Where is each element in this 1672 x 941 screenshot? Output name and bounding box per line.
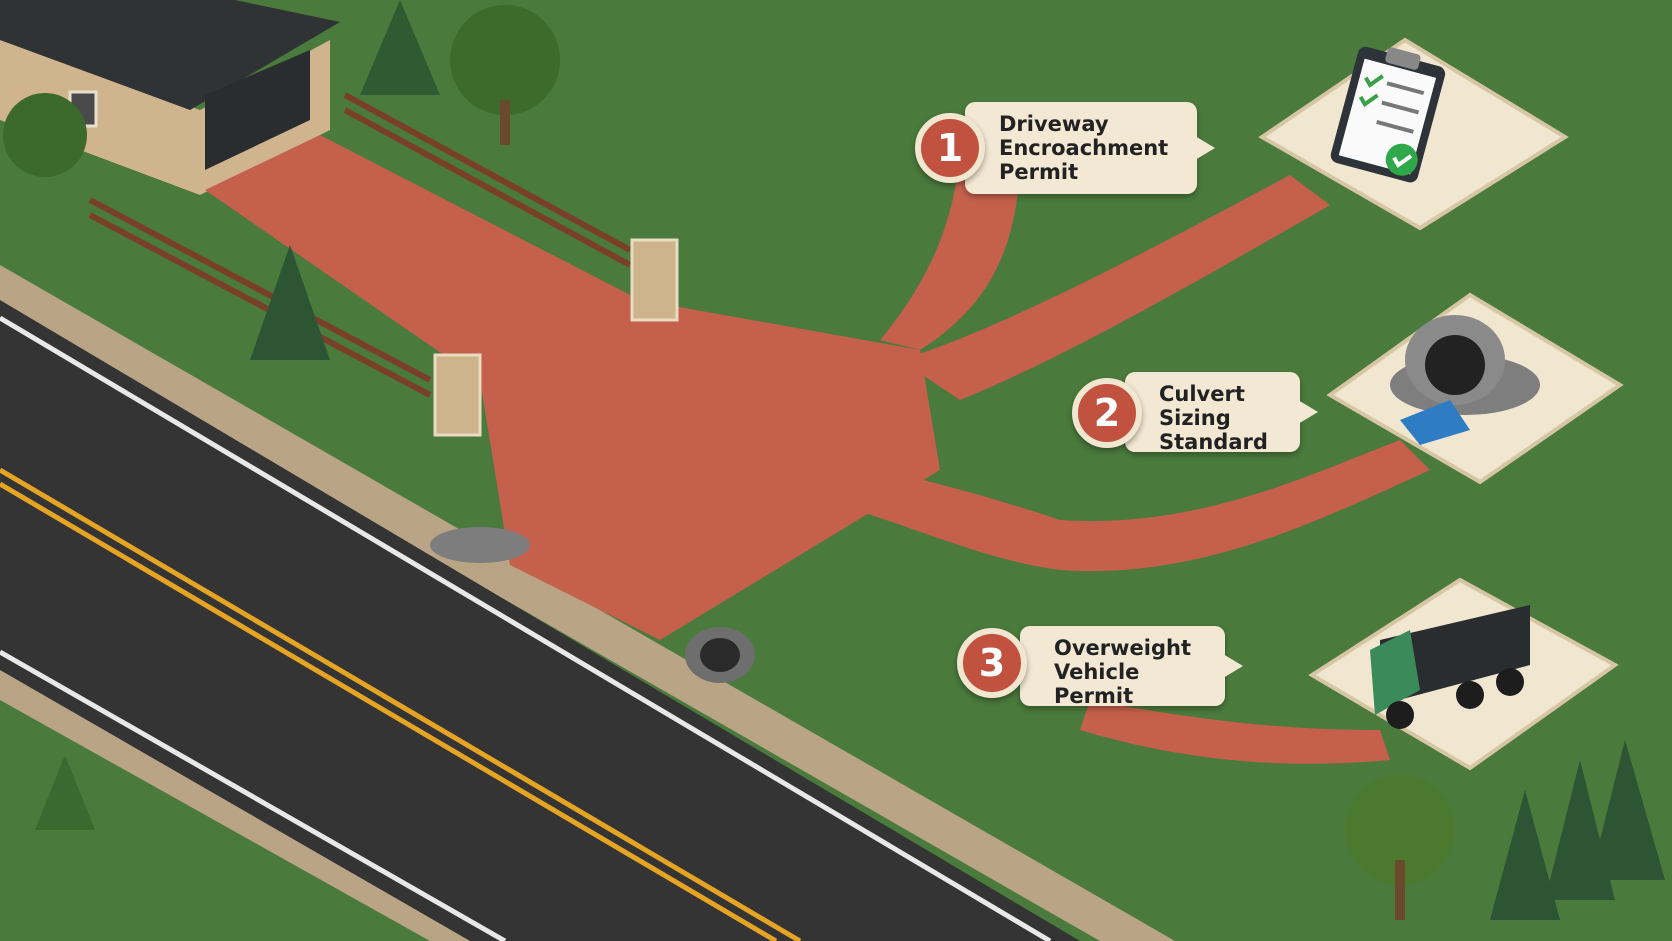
center-line-2 xyxy=(0,481,778,941)
step-3-label: Overweight Vehicle Permit xyxy=(1020,626,1243,708)
branch-path-1b xyxy=(900,175,1330,400)
road xyxy=(0,300,1080,941)
garage-door xyxy=(205,50,310,170)
step-2-badge: 2 xyxy=(1072,378,1142,448)
step-1-label: Driveway Encroachment Permit xyxy=(965,102,1215,194)
gate-pillar-left xyxy=(433,353,482,437)
gate-pillar-right xyxy=(630,238,679,322)
road-edge-line-top xyxy=(0,315,1052,941)
culvert-pipe-icon xyxy=(1390,315,1540,445)
road-edge-line-bottom xyxy=(0,649,507,941)
branch-path-2 xyxy=(820,440,1430,572)
dump-truck-icon xyxy=(1370,605,1530,729)
step-2-label: Culvert Sizing Standard xyxy=(1125,372,1318,454)
clipboard-checklist-icon xyxy=(1330,46,1446,183)
house xyxy=(0,0,340,195)
main-driveway xyxy=(205,135,940,640)
trees xyxy=(3,0,1665,920)
center-line-1 xyxy=(0,467,802,941)
step-3-badge: 3 xyxy=(957,628,1027,698)
step-1-badge: 1 xyxy=(915,113,985,183)
fence xyxy=(88,92,632,398)
branch-path-1 xyxy=(880,150,1020,350)
branch-path-3 xyxy=(1080,700,1390,764)
rock-pile xyxy=(430,527,530,563)
